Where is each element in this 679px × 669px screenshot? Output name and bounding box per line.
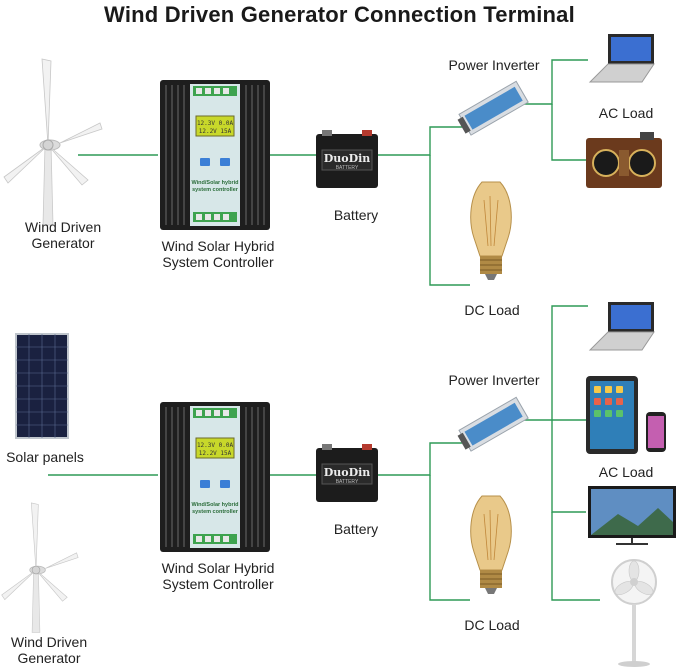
bottom-generator-label-line1: Wind Driven <box>10 634 88 650</box>
bottom-dc-load-label: DC Load <box>464 617 520 633</box>
top-generator-label: Wind Driven Generator <box>18 219 108 251</box>
laptop-icon <box>588 302 655 351</box>
charge-controller-icon: 12.3V 0.0A 12.2V 15A Wind/Solar hybrid s… <box>160 402 270 552</box>
svg-text:12.2V 15A: 12.2V 15A <box>199 128 232 135</box>
bottom-battery-label: Battery <box>333 521 379 537</box>
top-controller-label-line1: Wind Solar Hybrid <box>161 238 275 254</box>
power-inverter-icon <box>457 396 529 452</box>
wind-turbine-icon <box>1 502 79 633</box>
bottom-ac-load-label: AC Load <box>598 464 654 480</box>
svg-text:12.3V 0.0A: 12.3V 0.0A <box>197 120 234 127</box>
bottom-generator-label-line2: Generator <box>17 650 81 666</box>
battery-icon: DuoDin BATTERY <box>316 130 378 188</box>
bottom-wires <box>48 305 600 601</box>
bottom-battery-brand: DuoDin <box>324 466 371 479</box>
speaker-icon <box>586 132 662 188</box>
bottom-solar-label: Solar panels <box>6 449 84 465</box>
top-battery-label: Battery <box>333 207 379 223</box>
wire-inverter-ac <box>516 59 588 105</box>
light-bulb-icon <box>470 181 512 280</box>
top-generator-label-line1: Wind Driven <box>24 219 102 235</box>
bottom-controller-panel-text-2: system controller <box>192 509 239 515</box>
top-controller-label: Wind Solar Hybrid System Controller <box>148 238 288 270</box>
power-inverter-icon <box>457 80 529 136</box>
top-wires <box>78 59 588 286</box>
wire-battery-loads <box>376 126 462 156</box>
smartphone-icon <box>646 412 666 452</box>
wire-ac2-fan <box>551 512 600 601</box>
bottom-battery-sub: BATTERY <box>336 479 359 485</box>
wind-turbine-icon <box>3 58 103 226</box>
svg-text:12.3V 0.0A: 12.3V 0.0A <box>197 442 234 449</box>
television-icon <box>588 486 676 545</box>
wire-ac2-tv <box>551 420 586 513</box>
tablet-icon <box>586 376 638 454</box>
top-generator-label-line2: Generator <box>31 235 95 251</box>
top-ac-load-label: AC Load <box>598 105 654 121</box>
wire-dc2-branch <box>429 475 470 601</box>
top-dc-load-label: DC Load <box>464 302 520 318</box>
bottom-generator-label: Wind Driven Generator <box>4 634 94 666</box>
laptop-icon <box>588 34 655 83</box>
wire-inverter2-ac <box>516 305 588 421</box>
wire-dc-branch <box>429 155 470 286</box>
bottom-controller-label-line2: System Controller <box>162 576 274 592</box>
svg-text:12.2V 15A: 12.2V 15A <box>199 450 232 457</box>
top-inverter-label: Power Inverter <box>448 57 540 73</box>
bottom-controller-panel-text-1: Wind/Solar hybrid <box>191 502 238 508</box>
light-bulb-icon <box>470 495 512 594</box>
top-controller-label-line2: System Controller <box>162 254 274 270</box>
top-battery-sub: BATTERY <box>336 165 359 171</box>
bottom-inverter-label: Power Inverter <box>448 372 540 388</box>
top-controller-panel-text-1: Wind/Solar hybrid <box>191 180 238 186</box>
wire-ac-speaker <box>551 104 588 161</box>
solar-panel-icon <box>15 333 69 439</box>
page-title: Wind Driven Generator Connection Termina… <box>104 2 575 27</box>
top-controller-panel-text-2: system controller <box>192 187 239 193</box>
battery-icon: DuoDin BATTERY <box>316 444 378 502</box>
charge-controller-icon: 12.3V 0.0A 12.2V 15A Wind/Solar hybrid s… <box>160 80 270 230</box>
wire-battery2-loads <box>376 442 462 476</box>
bottom-controller-label-line1: Wind Solar Hybrid <box>161 560 275 576</box>
top-battery-brand: DuoDin <box>324 152 371 165</box>
standing-fan-icon <box>611 559 657 667</box>
bottom-controller-label: Wind Solar Hybrid System Controller <box>148 560 288 592</box>
